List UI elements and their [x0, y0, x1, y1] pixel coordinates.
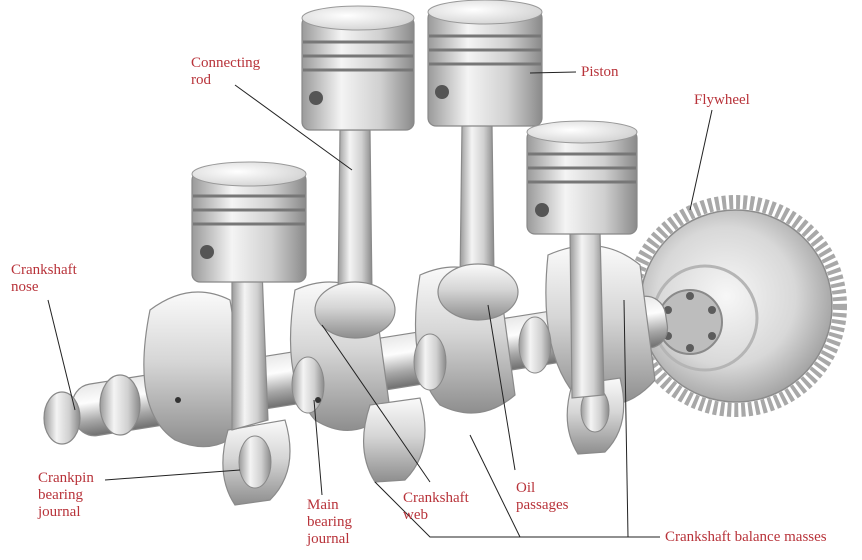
- label-connecting-rod: Connecting rod: [191, 55, 261, 88]
- main-journal-2: [413, 333, 447, 391]
- oil-passage-hole: [175, 397, 181, 403]
- crankshaft-web-1: [143, 291, 251, 448]
- leader-lines: [47, 71, 713, 538]
- crankshaft: [43, 245, 669, 506]
- flywheel-teeth: [625, 195, 847, 417]
- piston-3: [427, 0, 543, 127]
- connecting-rod-4: [569, 231, 605, 399]
- balance-mass-2: [363, 397, 426, 483]
- rod-big-end: [437, 263, 519, 321]
- label-oil-passages: Oil passages: [516, 480, 569, 513]
- connecting-rods: [231, 124, 605, 431]
- label-flywheel: Flywheel: [694, 92, 750, 108]
- piston-1: [191, 161, 307, 283]
- label-main-bearing-journal: Main bearing journal: [307, 497, 352, 547]
- label-crankshaft-balance-masses: Crankshaft balance masses: [665, 529, 827, 545]
- main-journal-3: [518, 316, 552, 374]
- label-crankshaft-web: Crankshaft web: [403, 490, 469, 523]
- leader-balance-masses-1: [374, 481, 660, 538]
- leader-crankpin-bearing-journal: [104, 469, 241, 481]
- leader-balance-masses-2: [469, 434, 521, 538]
- leader-oil-passages: [487, 304, 516, 471]
- connecting-rod-3: [459, 124, 495, 283]
- flywheel-bolt-holes: [664, 292, 716, 352]
- connecting-rod-2: [337, 129, 373, 301]
- rod-big-end: [314, 281, 396, 339]
- crankpin-journal-1: [238, 435, 272, 489]
- leader-main-bearing-journal: [313, 399, 323, 496]
- leader-balance-masses-3: [623, 299, 629, 538]
- leader-crankshaft-web: [321, 324, 431, 483]
- label-crankshaft-nose: Crankshaft nose: [11, 262, 77, 295]
- flywheel: [625, 195, 847, 417]
- label-crankpin-bearing-journal: Crankpin bearing journal: [38, 470, 94, 520]
- oil-passage-hole: [315, 397, 321, 403]
- leader-flywheel: [689, 109, 713, 211]
- connecting-rod-1: [231, 269, 269, 431]
- main-journal-1: [291, 356, 325, 414]
- crankshaft-nose-end: [43, 391, 81, 445]
- label-piston: Piston: [581, 64, 619, 80]
- piston-4: [526, 120, 638, 235]
- piston-2: [301, 5, 415, 131]
- pistons: [191, 0, 638, 283]
- crankshaft-nose-collar: [99, 374, 141, 436]
- leader-connecting-rod: [234, 84, 353, 171]
- leader-crankshaft-nose: [47, 299, 76, 411]
- leader-piston: [529, 71, 577, 74]
